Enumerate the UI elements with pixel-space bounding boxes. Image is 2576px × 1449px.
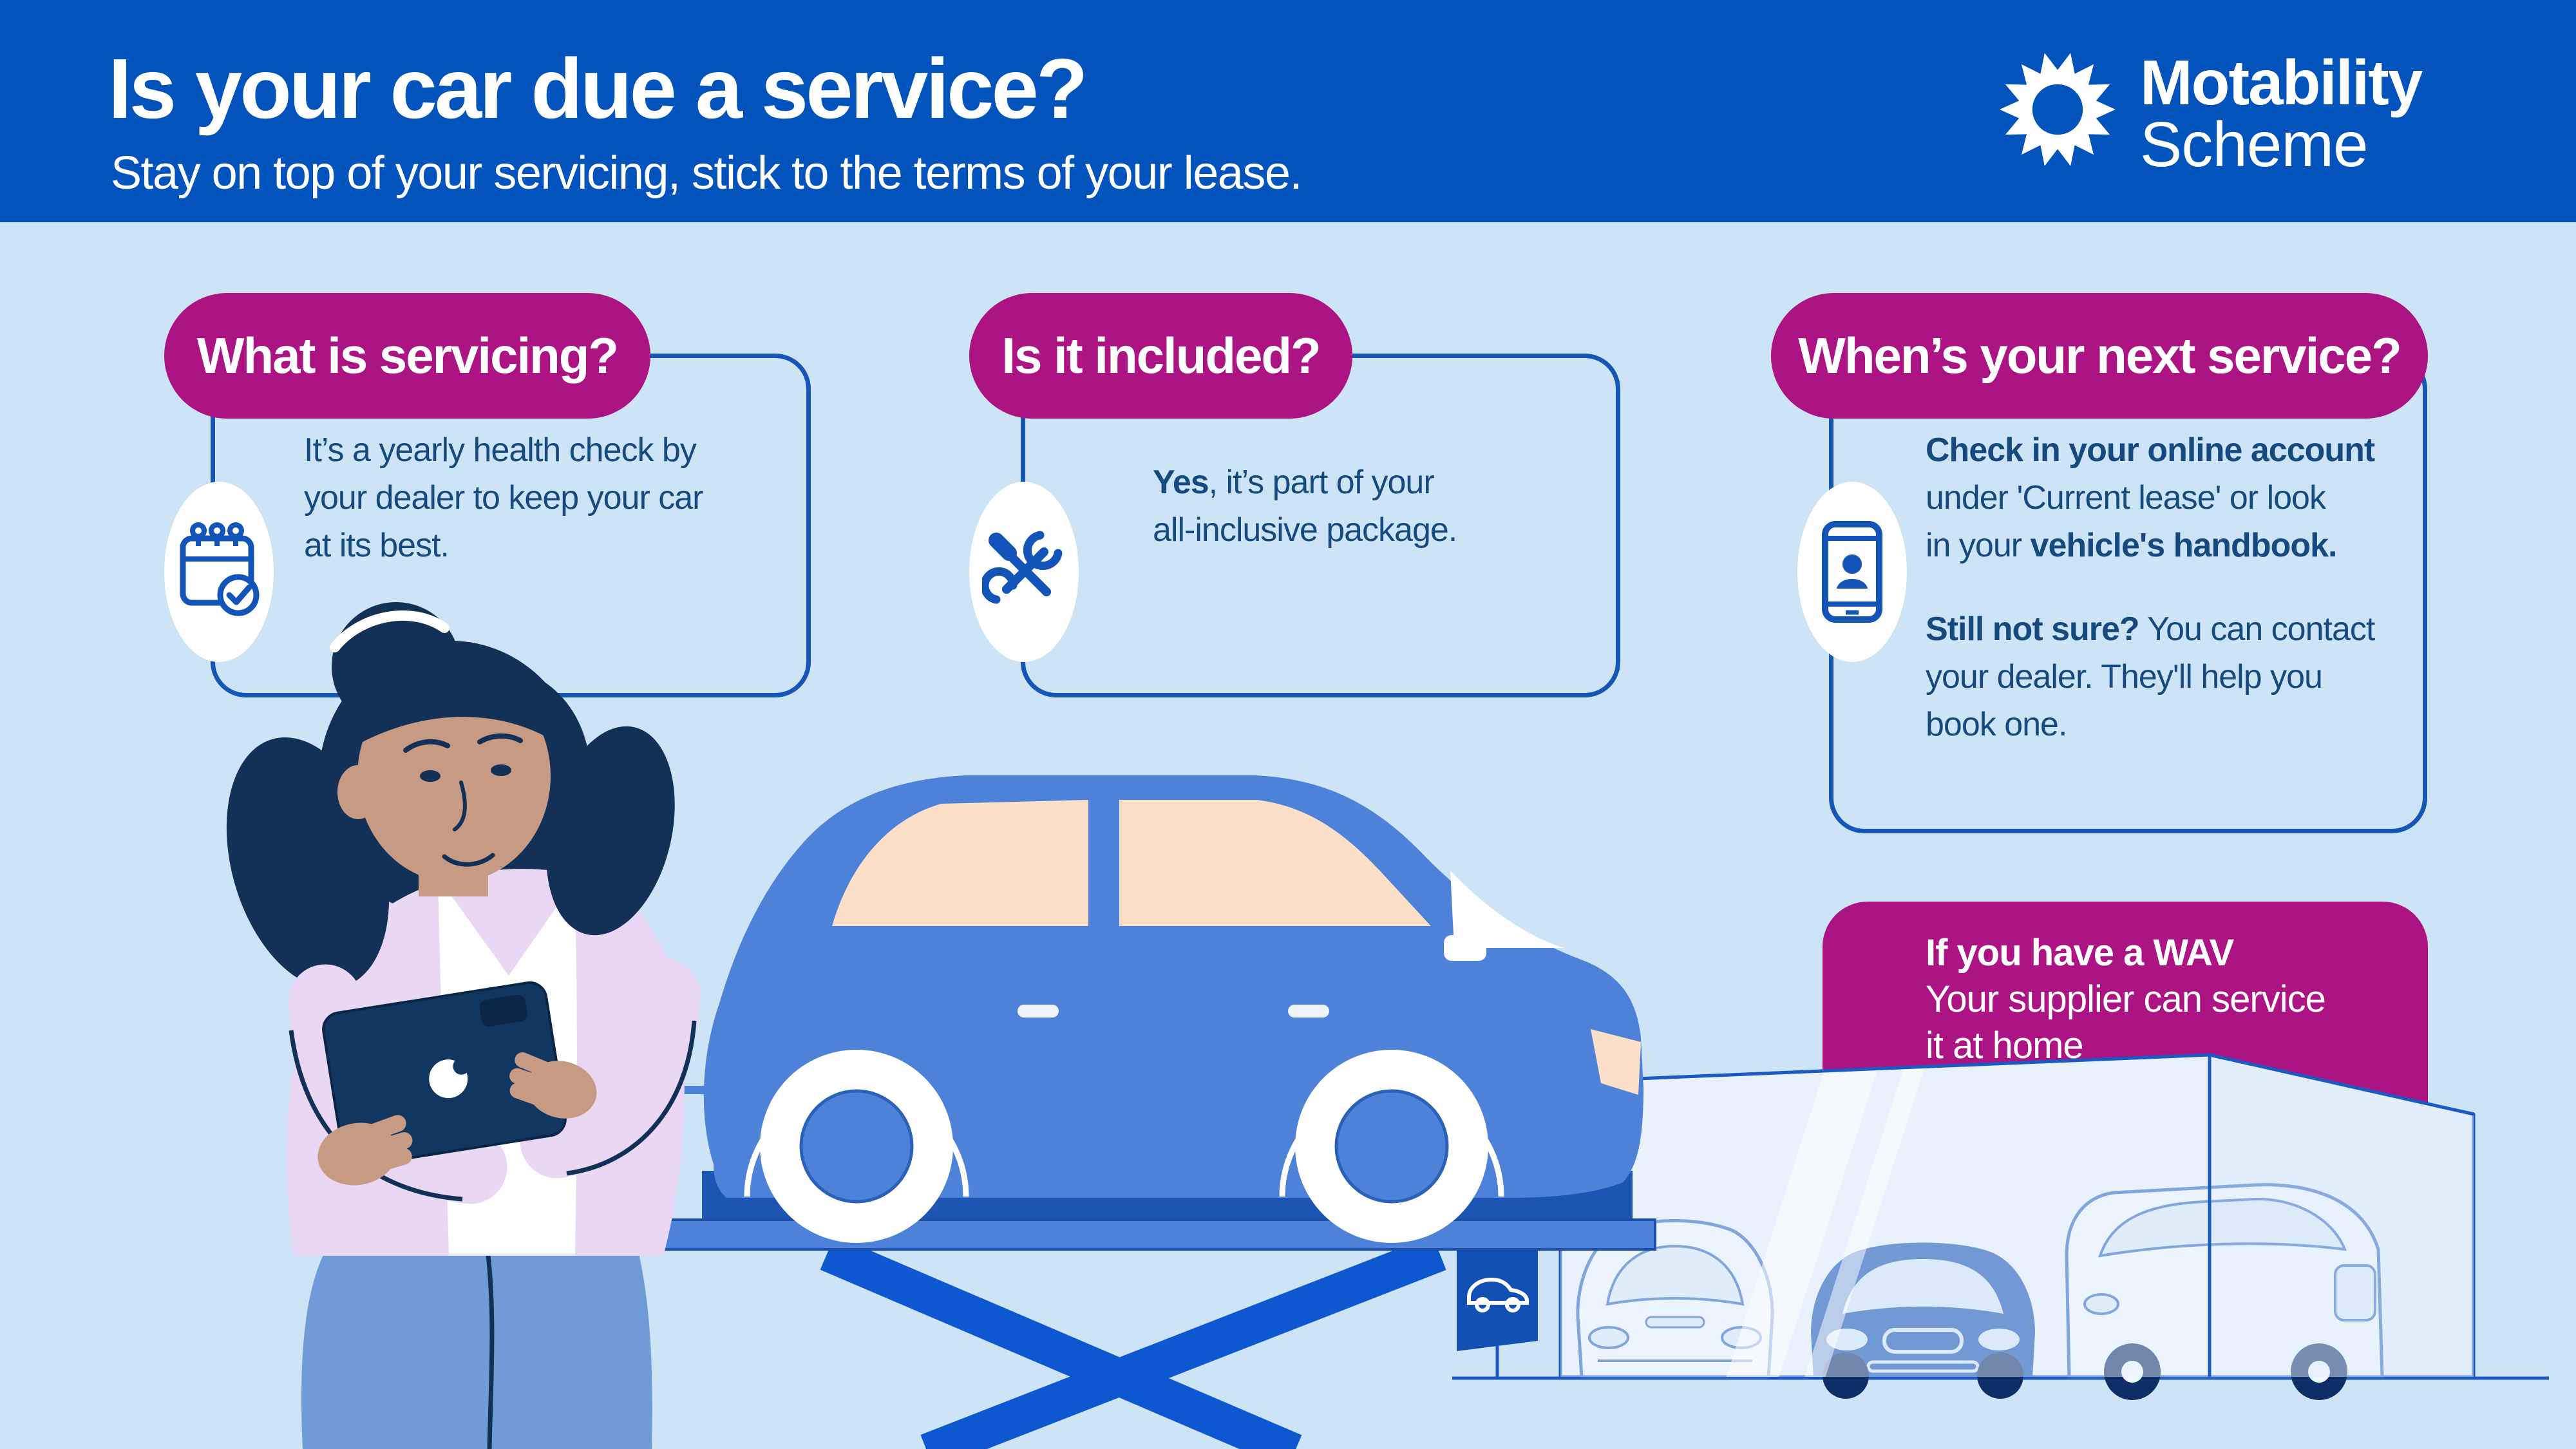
text-line: Check in your online account [1926,426,2375,474]
bold-text: Yes [1153,464,1209,501]
card3-text-1: Check in your online account under 'Curr… [1926,426,2375,569]
calendar-check-icon [180,522,259,616]
tablet [322,981,567,1168]
text-line: Yes, it’s part of your [1153,459,1457,506]
bold-text: Check in your online account [1926,431,2375,469]
text-line: in your vehicle's handbook. [1926,522,2374,569]
scissor-lift [648,1171,1656,1449]
lift-platform [648,1218,1656,1251]
bold-text: vehicle's handbook. [2030,527,2338,564]
regular-text: in your [1926,527,2031,564]
page-subtitle: Stay on top of your servicing, stick to … [111,147,1302,199]
wav-line3: it at home [1926,1025,2084,1066]
page-title: Is your car due a service? [108,41,1088,136]
lift-ramp [702,1171,1633,1222]
showroom-car-blue [1811,1242,2035,1399]
text-line: Still not sure? You can contact [1926,605,2375,653]
left-hand [317,1115,413,1186]
logo-line1: Motability [2140,47,2423,118]
phone-account-icon [1822,520,1882,623]
text-line: It’s a yearly health check by [304,431,697,469]
rail-line [630,1086,1564,1094]
front-wheel [1279,1050,1504,1243]
bold-text: Still not sure? [1926,611,2140,648]
motability-logo: Motability Scheme [2000,47,2423,180]
text-line: at its best. [304,527,450,564]
pill-is-it-included: Is it included? [969,293,1352,419]
regular-text: You can contact [2139,611,2375,648]
service-banner [1457,1246,1538,1378]
card-next-service [1829,354,2427,833]
regular-text: , it’s part of your [1208,464,1435,501]
card3-text-2: Still not sure? You can contact your dea… [1926,605,2375,748]
logo-wordmark: Motability Scheme [2140,47,2423,180]
wav-line1: If you have a WAV [1926,932,2234,974]
calendar-icon-circle [164,482,274,662]
wav-line2: Your supplier can service [1926,978,2326,1020]
tools-icon [982,531,1063,604]
pill-what-is-servicing: What is servicing? [164,293,650,419]
text-line: under 'Current lease' or look [1926,479,2326,516]
text-line: all-inclusive package. [1153,511,1457,549]
starburst-logo-icon [2000,53,2116,166]
banner-car-icon [1467,1277,1529,1312]
text-line: book one. [1926,706,2067,743]
wav-callout-box: If you have a WAV Your supplier can serv… [1823,902,2428,1262]
phone-icon-circle [1797,482,1907,662]
car-on-lift [703,775,1643,1243]
card1-text: It’s a yearly health check by your deale… [304,426,703,569]
header-bar: Is your car due a service? Stay on top o… [0,0,2576,222]
tools-icon-circle [969,482,1079,662]
pill-next-service: When’s your next service? [1771,293,2428,419]
card2-text: Yes, it’s part of your all-inclusive pac… [1153,459,1457,554]
face-features [403,733,523,867]
text-line: your dealer. They'll help you [1926,658,2323,696]
woman-with-tablet [226,602,701,1449]
right-hand [509,1052,597,1119]
rear-wheel [744,1050,969,1243]
showroom-car-white [1576,1219,1774,1379]
text-line: your dealer to keep your car [304,479,703,516]
logo-line2: Scheme [2140,109,2369,180]
